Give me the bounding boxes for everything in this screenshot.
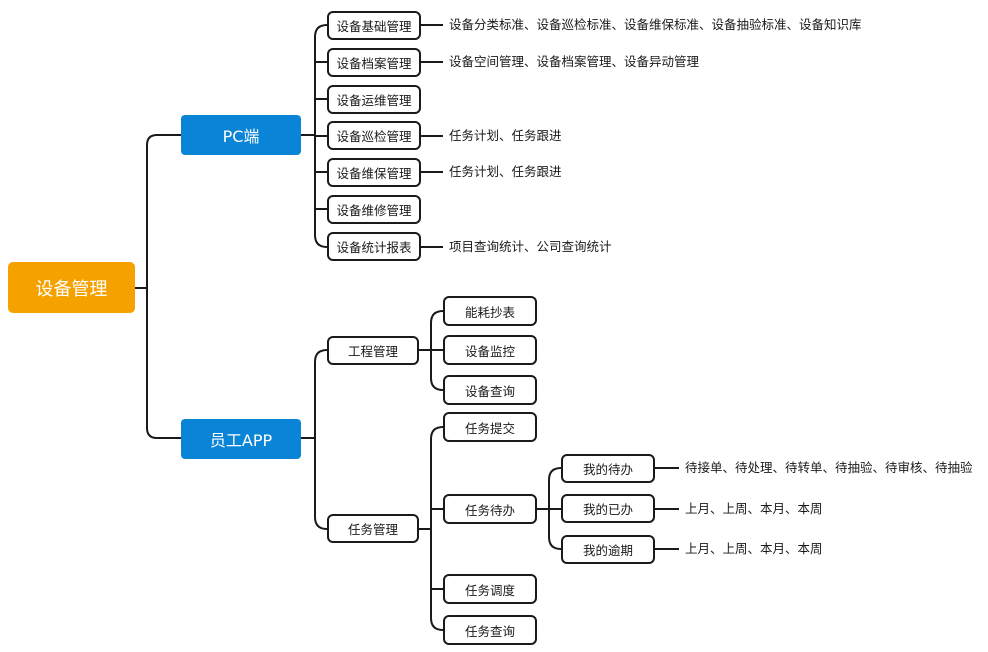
edge-root-pc [146,134,181,439]
pc-note-maintenance: 任务计划、任务跟进 [449,164,562,179]
pc-item-report: 设备统计报表 [327,232,421,261]
edge-task-children [430,426,444,631]
pending-my-todo: 我的待办 [561,454,655,483]
pc-note-inspection: 任务计划、任务跟进 [449,128,562,143]
task-pending: 任务待办 [443,494,537,524]
pc-note-archive: 设备空间管理、设备档案管理、设备异动管理 [449,54,700,69]
pc-item-archive: 设备档案管理 [327,48,421,77]
pc-note-report: 项目查询统计、公司查询统计 [449,239,612,254]
task-submit: 任务提交 [443,412,537,442]
task-query: 任务查询 [443,615,537,645]
branch-pc: PC端 [181,115,301,155]
task-dispatch: 任务调度 [443,574,537,604]
pending-note-done: 上月、上周、本月、本周 [685,501,823,516]
pc-note-basic: 设备分类标准、设备巡检标准、设备维保标准、设备抽验标准、设备知识库 [449,17,862,32]
pending-note-overdue: 上月、上周、本月、本周 [685,541,823,556]
root-node: 设备管理 [8,262,135,313]
eng-device-monitor: 设备监控 [443,335,537,365]
pending-my-overdue: 我的逾期 [561,535,655,564]
branch-employee-app: 员工APP [181,419,301,459]
eng-device-query: 设备查询 [443,375,537,405]
app-task: 任务管理 [327,514,419,543]
pending-my-done: 我的已办 [561,494,655,523]
eng-energy-reading: 能耗抄表 [443,296,537,326]
pending-note-todo: 待接单、待处理、待转单、待抽验、待审核、待抽验 [685,460,973,475]
edge-app-children [314,349,328,530]
pc-item-repair: 设备维修管理 [327,195,421,224]
pc-item-basic: 设备基础管理 [327,11,421,40]
pc-item-inspection: 设备巡检管理 [327,121,421,150]
pc-item-maintenance: 设备维保管理 [327,158,421,187]
pc-item-operation: 设备运维管理 [327,85,421,114]
app-engineering: 工程管理 [327,336,419,365]
